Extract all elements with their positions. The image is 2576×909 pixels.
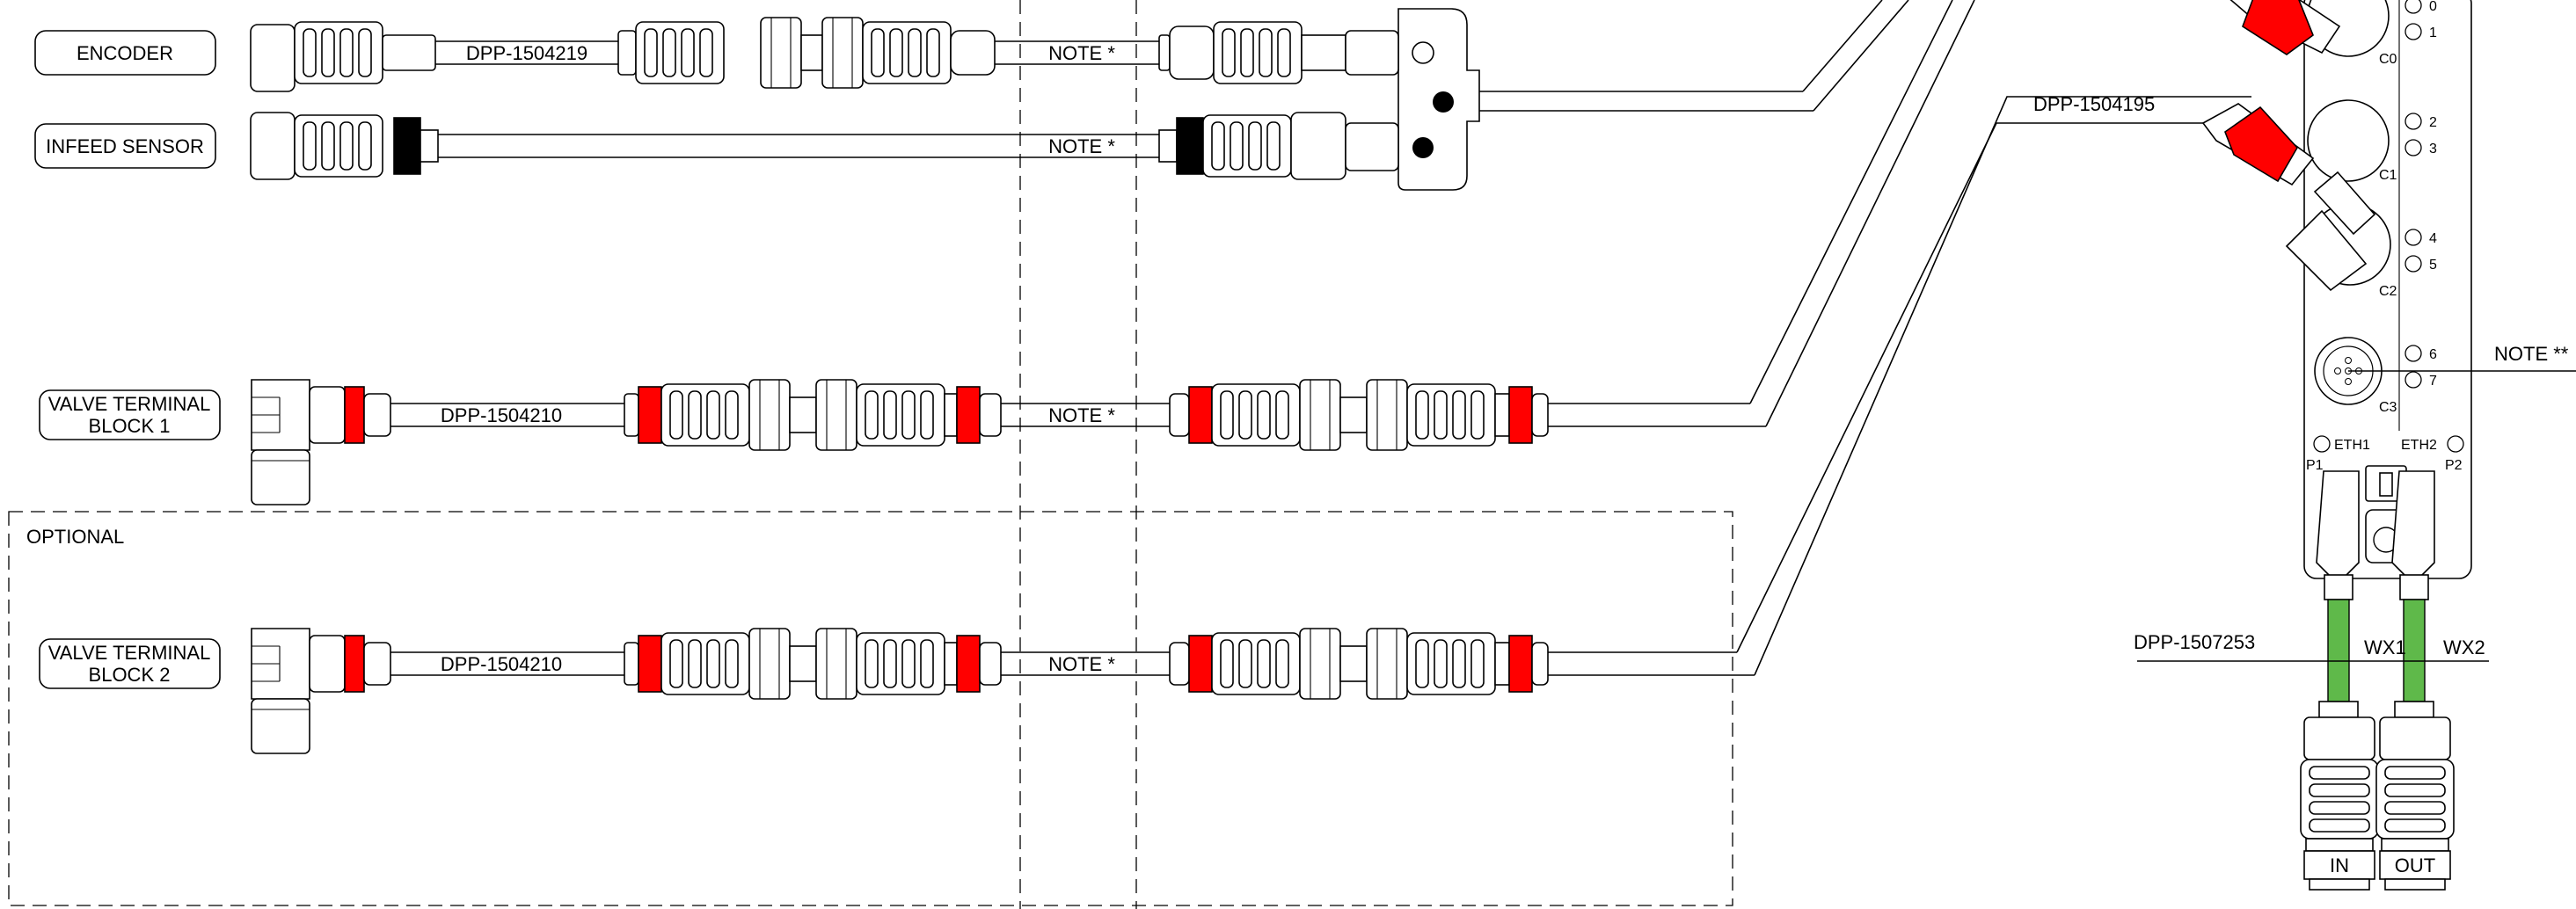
port-c0-label: C0 xyxy=(2379,52,2397,67)
port-c1-plug xyxy=(2201,99,2390,186)
optional-frame xyxy=(8,511,1733,906)
valve-1-cable-label: DPP-1504210 xyxy=(441,404,562,426)
port-c1-label: C1 xyxy=(2379,168,2397,183)
valve-2-extension-coupler xyxy=(624,628,1002,700)
valve-2-cable-label: DPP-1504210 xyxy=(441,653,562,675)
valve-block-1-line2: BLOCK 1 xyxy=(89,415,171,437)
valve-block-1-box[interactable]: VALVE TERMINAL BLOCK 1 xyxy=(39,389,221,440)
p2-label: P2 xyxy=(2445,458,2463,473)
eth-cable-out xyxy=(2375,470,2455,891)
infeed-note: NOTE * xyxy=(1048,135,1115,157)
svg-text:2: 2 xyxy=(2429,115,2437,130)
port-c3-label: C3 xyxy=(2379,400,2397,415)
eth1-label: ETH1 xyxy=(2334,438,2370,453)
svg-text:1: 1 xyxy=(2429,25,2437,40)
ethernet-cable-label: DPP-1507253 xyxy=(2134,631,2255,653)
infeed-connector-right xyxy=(1158,112,1346,180)
encoder-extension-coupler xyxy=(617,17,996,89)
svg-text:5: 5 xyxy=(2429,258,2437,273)
valve-1-note: NOTE * xyxy=(1048,404,1115,426)
eth2-label: ETH2 xyxy=(2401,438,2437,453)
p1-label: P1 xyxy=(2306,458,2324,473)
encoder-box[interactable]: ENCODER xyxy=(34,30,216,76)
valve-2-connector-right xyxy=(1169,628,1549,700)
valve-1-extension-coupler xyxy=(624,379,1002,451)
svg-text:6: 6 xyxy=(2429,347,2437,362)
module-drop-cable-label: DPP-1504195 xyxy=(2033,93,2155,115)
valve-block-2-line1: VALVE TERMINAL xyxy=(48,642,211,664)
out-label: OUT xyxy=(2395,854,2435,876)
encoder-note: NOTE * xyxy=(1048,42,1115,64)
port-c0-plug xyxy=(2229,0,2390,57)
eth-cable-in xyxy=(2300,470,2379,891)
encoder-cable-label: DPP-1504219 xyxy=(466,42,587,64)
infeed-connector-left xyxy=(250,112,439,180)
valve-block-2-box[interactable]: VALVE TERMINAL BLOCK 2 xyxy=(39,638,221,689)
encoder-label: ENCODER xyxy=(77,42,173,64)
infeed-sensor-label: INFEED SENSOR xyxy=(46,135,204,157)
y-splitter xyxy=(1345,8,1480,191)
encoder-connector-right xyxy=(1158,21,1346,84)
encoder-connector-left xyxy=(250,21,436,92)
valve-2-note: NOTE * xyxy=(1048,653,1115,675)
wx1-label: WX1 xyxy=(2364,636,2406,658)
svg-text:3: 3 xyxy=(2429,142,2437,156)
pin-indicators: 0 1 2 3 4 5 6 7 xyxy=(2405,0,2437,389)
wx2-label: WX2 xyxy=(2443,636,2485,658)
valve-block-1-line1: VALVE TERMINAL xyxy=(48,393,211,415)
svg-text:0: 0 xyxy=(2429,0,2437,14)
valve-1-plug xyxy=(251,379,391,505)
optional-label: OPTIONAL xyxy=(26,526,124,548)
infeed-sensor-box[interactable]: INFEED SENSOR xyxy=(34,123,216,169)
valve-block-2-line2: BLOCK 2 xyxy=(89,664,171,686)
port-c2-plug xyxy=(2285,171,2391,292)
note-double-star: NOTE ** xyxy=(2494,343,2569,365)
port-c2-label: C2 xyxy=(2379,284,2397,299)
in-label: IN xyxy=(2330,854,2349,876)
valve-2-plug xyxy=(251,628,391,754)
valve-1-connector-right xyxy=(1169,379,1549,451)
svg-text:4: 4 xyxy=(2429,231,2437,246)
svg-text:7: 7 xyxy=(2429,374,2437,389)
